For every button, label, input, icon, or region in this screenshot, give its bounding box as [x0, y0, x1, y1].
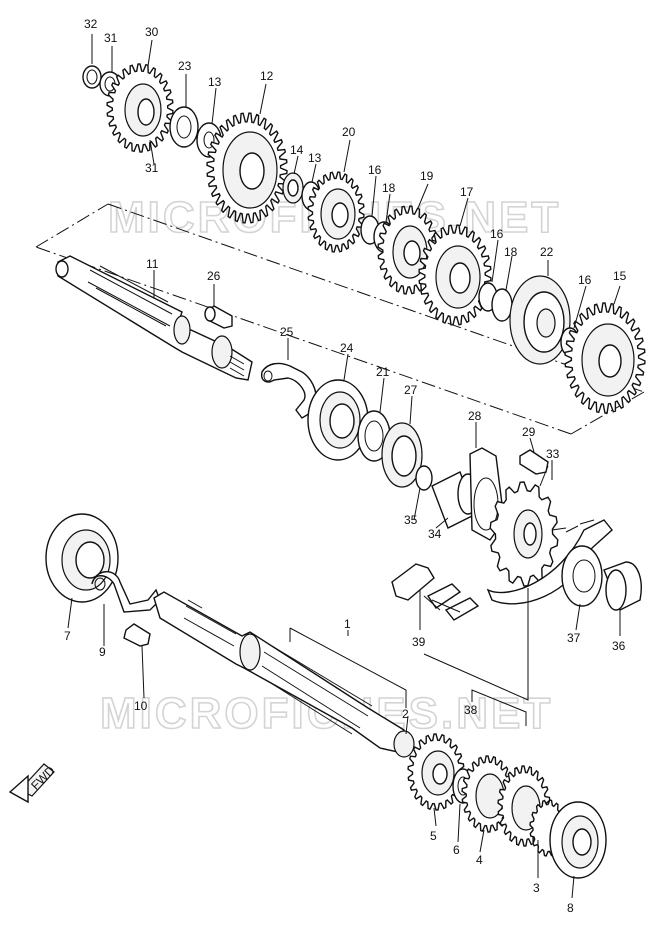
callout-32: 32 — [84, 17, 98, 31]
fwd-label: FWD — [28, 763, 57, 792]
callout-16-a: 16 — [368, 163, 382, 177]
callout-18-a: 18 — [382, 181, 396, 195]
callout-26: 26 — [207, 269, 221, 283]
callout-7: 7 — [64, 629, 71, 643]
forward-direction-arrow: FWD — [8, 763, 58, 804]
callout-24: 24 — [340, 341, 354, 355]
callout-39: 39 — [412, 635, 426, 649]
callout-16-c: 16 — [578, 273, 592, 287]
bolt-part-29 — [519, 449, 549, 475]
callout-11: 11 — [146, 257, 159, 271]
callout-35: 35 — [404, 513, 418, 527]
callout-21: 21 — [376, 365, 390, 379]
callout-4: 4 — [476, 853, 483, 867]
callout-13-upper: 13 — [208, 75, 222, 89]
countershaft-assembly — [55, 63, 646, 621]
callout-23: 23 — [178, 59, 192, 73]
callout-16-b: 16 — [490, 227, 504, 241]
callout-14: 14 — [290, 143, 304, 157]
main-shaft-assembly: FWD — [8, 513, 607, 879]
circlip-part-32 — [82, 65, 102, 89]
callout-30: 30 — [145, 25, 159, 39]
callout-36: 36 — [612, 639, 626, 653]
callout-27: 27 — [404, 383, 418, 397]
callout-9: 9 — [99, 645, 106, 659]
callout-31-lower: 31 — [145, 161, 159, 175]
part-callouts: 32 31 30 23 13 12 31 20 14 13 16 18 19 1… — [64, 17, 627, 915]
callout-37: 37 — [567, 631, 581, 645]
callout-31-upper: 31 — [104, 31, 118, 45]
bearing-retainer-part-25 — [260, 362, 317, 419]
bushing-part-23 — [169, 106, 199, 148]
callout-6: 6 — [453, 843, 460, 857]
callout-2: 2 — [402, 707, 409, 721]
callout-17: 17 — [460, 185, 474, 199]
callout-34: 34 — [428, 527, 442, 541]
callout-3: 3 — [533, 881, 540, 895]
leader-lines — [67, 34, 621, 899]
callout-38: 38 — [464, 703, 478, 717]
needle-bearing-part-2 — [393, 730, 415, 758]
callout-28: 28 — [468, 409, 482, 423]
callout-18-b: 18 — [504, 245, 518, 259]
callout-12: 12 — [260, 69, 274, 83]
washer-part-37 — [561, 545, 603, 607]
callout-20: 20 — [342, 125, 356, 139]
o-ring-part-35 — [415, 465, 433, 491]
callout-33: 33 — [546, 447, 560, 461]
washer-part-18b — [491, 288, 513, 322]
callout-29: 29 — [522, 425, 536, 439]
callout-15: 15 — [613, 269, 627, 283]
drive-chain — [486, 519, 613, 605]
callout-8: 8 — [567, 901, 574, 915]
callout-10: 10 — [134, 699, 148, 713]
callout-22: 22 — [540, 245, 554, 259]
chain-joint-part-39 — [391, 563, 435, 601]
callout-19: 19 — [420, 169, 434, 183]
callout-5: 5 — [430, 829, 437, 843]
callout-25: 25 — [280, 325, 294, 339]
screw-part-10 — [123, 623, 151, 647]
callout-1: 1 — [344, 617, 351, 631]
callout-13-lower: 13 — [308, 151, 322, 165]
